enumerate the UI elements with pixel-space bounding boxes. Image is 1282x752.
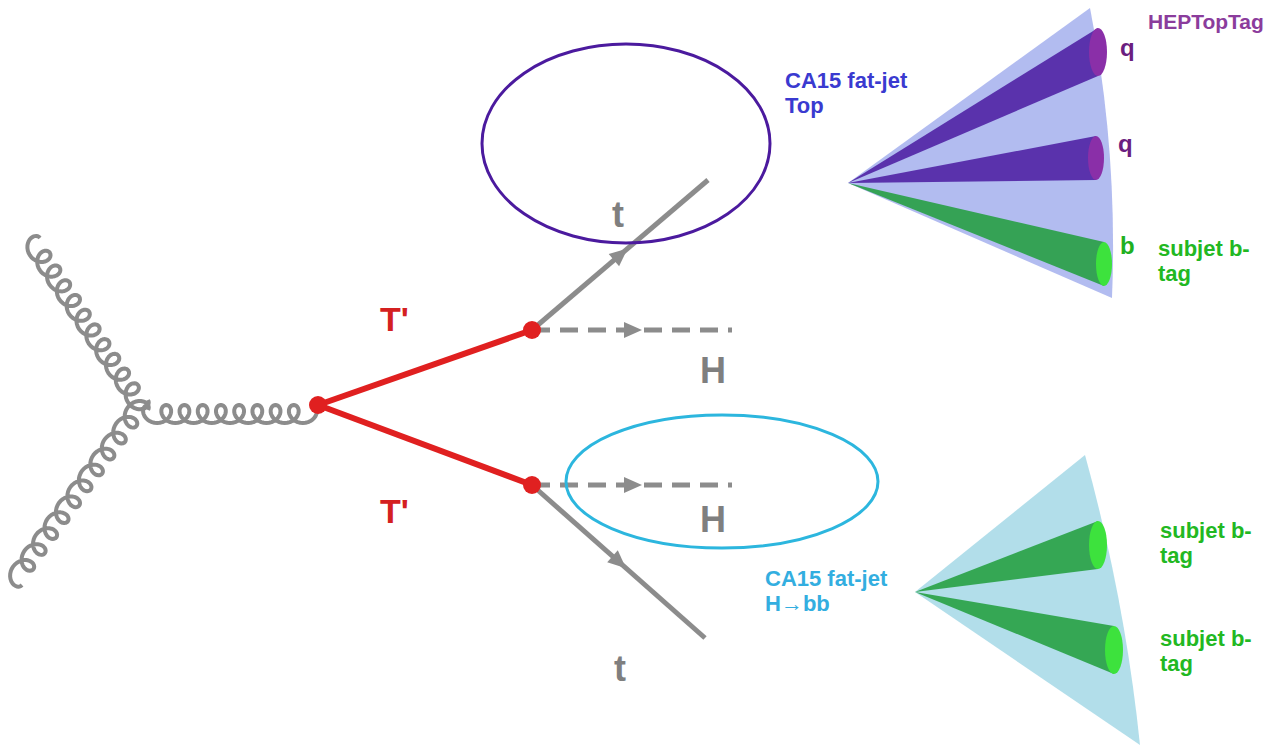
ellipse-outline bbox=[480, 42, 772, 245]
jet-ellipse: H bbox=[564, 413, 880, 550]
subjet-cap bbox=[1096, 242, 1112, 286]
higgs-lines bbox=[532, 330, 732, 485]
ellipse-border bbox=[566, 415, 878, 548]
b-tag-label: subjet b-tag bbox=[1160, 518, 1255, 569]
particle-label: H bbox=[700, 350, 726, 391]
t-prime-lines bbox=[318, 330, 532, 485]
gluon-line bbox=[27, 236, 148, 409]
fat-jet-label: CA15 fat-jet H→bb bbox=[765, 566, 915, 617]
arrowhead bbox=[607, 550, 626, 568]
subjet-label: q bbox=[1120, 34, 1135, 62]
arrowhead bbox=[624, 477, 642, 493]
jet-ellipse: t bbox=[480, 42, 772, 245]
top-line bbox=[532, 485, 705, 638]
subjet-cone bbox=[848, 136, 1096, 183]
b-tag-label: subjet b-tag bbox=[1158, 236, 1253, 287]
subjet-label: b bbox=[1120, 232, 1135, 260]
subjet-cone bbox=[848, 183, 1104, 286]
subjet-label: q bbox=[1118, 130, 1133, 158]
bottom-fat-jet-cone bbox=[915, 455, 1140, 745]
fat-jet-cone bbox=[848, 8, 1113, 298]
gluon-line bbox=[10, 401, 149, 587]
gluon-line bbox=[143, 405, 317, 423]
vertex-dot bbox=[523, 476, 541, 494]
subjet-cap bbox=[1089, 28, 1107, 76]
top-fat-jet-cone bbox=[848, 8, 1113, 298]
arrowhead bbox=[624, 322, 642, 338]
fat-jet-cone bbox=[915, 455, 1140, 745]
b-tag-label: subjet b-tag bbox=[1160, 626, 1255, 677]
fat-jet-label: CA15 fat-jet Top bbox=[785, 68, 935, 119]
arrowhead bbox=[609, 249, 628, 267]
subjet-cone bbox=[848, 28, 1098, 183]
subjet-cap bbox=[1088, 136, 1104, 180]
top-line bbox=[532, 180, 708, 330]
particle-label: T' bbox=[380, 492, 409, 531]
vertex-dot bbox=[523, 321, 541, 339]
vertex-dot bbox=[309, 396, 327, 414]
subjet-cap bbox=[1089, 521, 1107, 569]
vertices bbox=[309, 321, 541, 494]
subjet-cone bbox=[915, 592, 1114, 674]
gluon-lines bbox=[10, 236, 317, 587]
arrowheads bbox=[607, 249, 642, 569]
t-prime-line bbox=[318, 330, 532, 405]
particle-label: H bbox=[700, 502, 726, 538]
particle-label: T' bbox=[380, 300, 409, 339]
subjet-cone bbox=[915, 521, 1098, 592]
t-prime-line bbox=[318, 405, 532, 485]
tagger-label: HEPTopTag bbox=[1148, 10, 1264, 34]
ellipse-border bbox=[482, 44, 770, 243]
particle-label: t bbox=[612, 197, 624, 233]
particle-label: t bbox=[614, 648, 626, 689]
subjet-cap bbox=[1105, 626, 1123, 674]
top-lines bbox=[532, 180, 708, 638]
